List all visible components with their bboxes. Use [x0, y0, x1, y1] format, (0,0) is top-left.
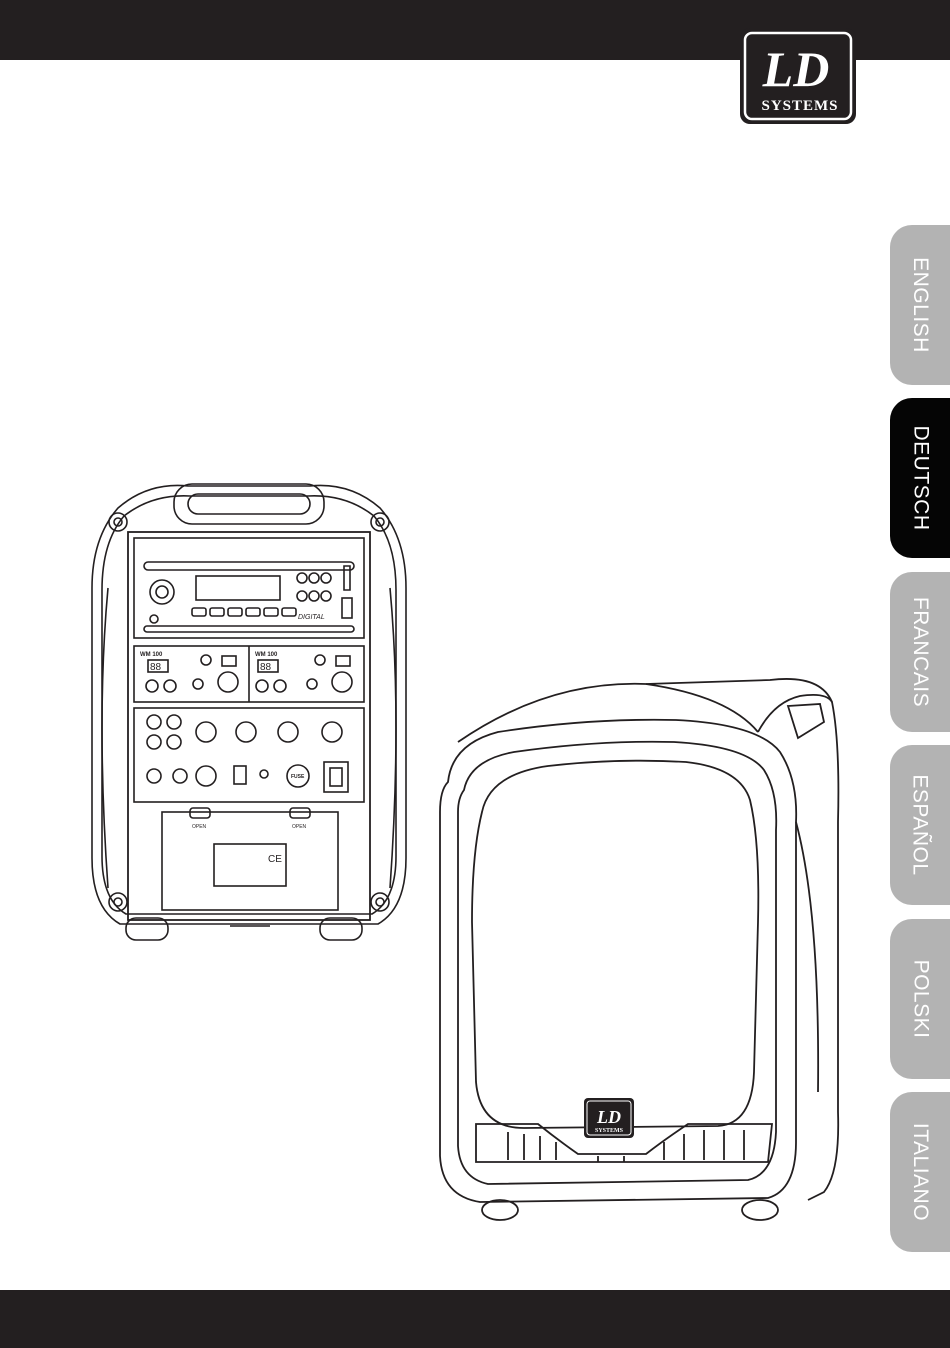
tab-francais[interactable]: FRANCAIS — [890, 572, 950, 732]
latch-left-label: OPEN — [192, 824, 207, 830]
module-2-title: WM 100 — [255, 652, 278, 658]
tab-francais-label: FRANCAIS — [908, 597, 932, 707]
tab-italiano-label: ITALIANO — [908, 1123, 932, 1221]
tab-deutsch-label: DEUTSCH — [908, 425, 932, 530]
ld-systems-logo: LD SYSTEMS — [738, 26, 858, 126]
badge-subtext: SYSTEMS — [595, 1128, 624, 1134]
module-2-display: 88 — [260, 662, 272, 673]
tab-polski-label: POLSKI — [908, 960, 932, 1039]
latch-right-label: OPEN — [292, 824, 307, 830]
bottom-bar — [0, 1290, 950, 1348]
screw-icon — [109, 513, 389, 911]
player-digital-label: DIGITAL — [298, 614, 325, 621]
logo-subtext: SYSTEMS — [761, 98, 838, 114]
tab-espanol[interactable]: ESPAÑOL — [890, 745, 950, 905]
tab-polski[interactable]: POLSKI — [890, 919, 950, 1079]
module-1-title: WM 100 — [140, 652, 163, 658]
front-ld-badge: LD SYSTEMS — [584, 1098, 634, 1138]
tab-english-label: ENGLISH — [908, 257, 932, 353]
module-1-display: 88 — [150, 662, 162, 673]
tab-espanol-label: ESPAÑOL — [908, 774, 932, 875]
battery-ce-mark: CE — [268, 854, 282, 865]
tab-italiano[interactable]: ITALIANO — [890, 1092, 950, 1252]
logo-text: LD — [762, 41, 830, 97]
tab-deutsch[interactable]: DEUTSCH — [890, 398, 950, 558]
speaker-front-illustration: LD SYSTEMS — [428, 662, 860, 1224]
badge-text: LD — [596, 1107, 621, 1127]
tab-english[interactable]: ENGLISH — [890, 225, 950, 385]
fuse-label: FUSE — [291, 774, 305, 780]
speaker-rear-illustration: DIGITAL WM 100 WM 100 88 88 FUSE OPEN OP… — [88, 478, 410, 944]
